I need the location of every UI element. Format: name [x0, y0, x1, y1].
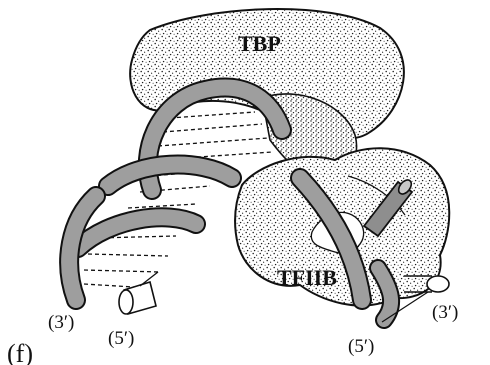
strand-3prime-left-label: (3′) — [48, 312, 74, 333]
tfiib-label: TFIIB — [277, 265, 337, 290]
tbp-label: TBP — [238, 31, 281, 56]
dna-left-terminal — [119, 272, 158, 314]
panel-label: (f) — [7, 339, 33, 365]
strand-5prime-right-label: (5′) — [348, 336, 374, 357]
strand-5prime-left-label: (5′) — [108, 328, 134, 349]
strand-3prime-right-label: (3′) — [432, 302, 458, 323]
